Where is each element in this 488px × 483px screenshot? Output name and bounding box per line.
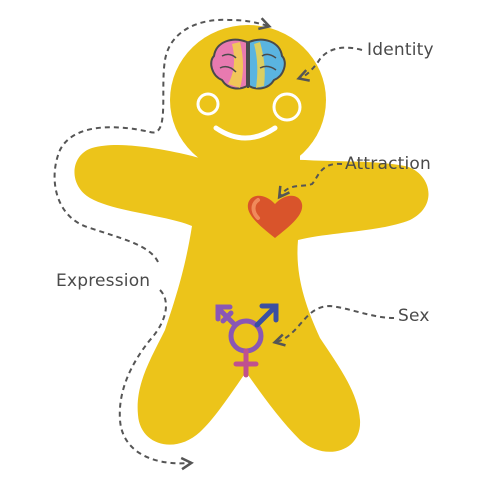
brain-icon (210, 38, 286, 90)
gingerbread-figure (74, 25, 429, 452)
right-eye (272, 92, 302, 122)
identity-connector (296, 46, 363, 82)
figure-neck (200, 140, 300, 180)
face (196, 92, 302, 141)
attraction-connector (277, 162, 343, 200)
sex-connector (272, 304, 395, 347)
attraction-label: Attraction (345, 154, 431, 174)
transgender-symbol-icon (215, 303, 279, 378)
figure-torso (74, 145, 429, 452)
identity-label: Identity (367, 40, 434, 60)
smile (213, 125, 278, 141)
expression-connector-upper (53, 17, 272, 263)
heart-icon (247, 195, 303, 238)
figure-head (170, 25, 326, 175)
left-eye (196, 92, 220, 116)
connectors (53, 17, 395, 471)
sex-label: Sex (398, 306, 430, 326)
expression-connector-lower (118, 289, 194, 471)
expression-label: Expression (56, 271, 151, 291)
